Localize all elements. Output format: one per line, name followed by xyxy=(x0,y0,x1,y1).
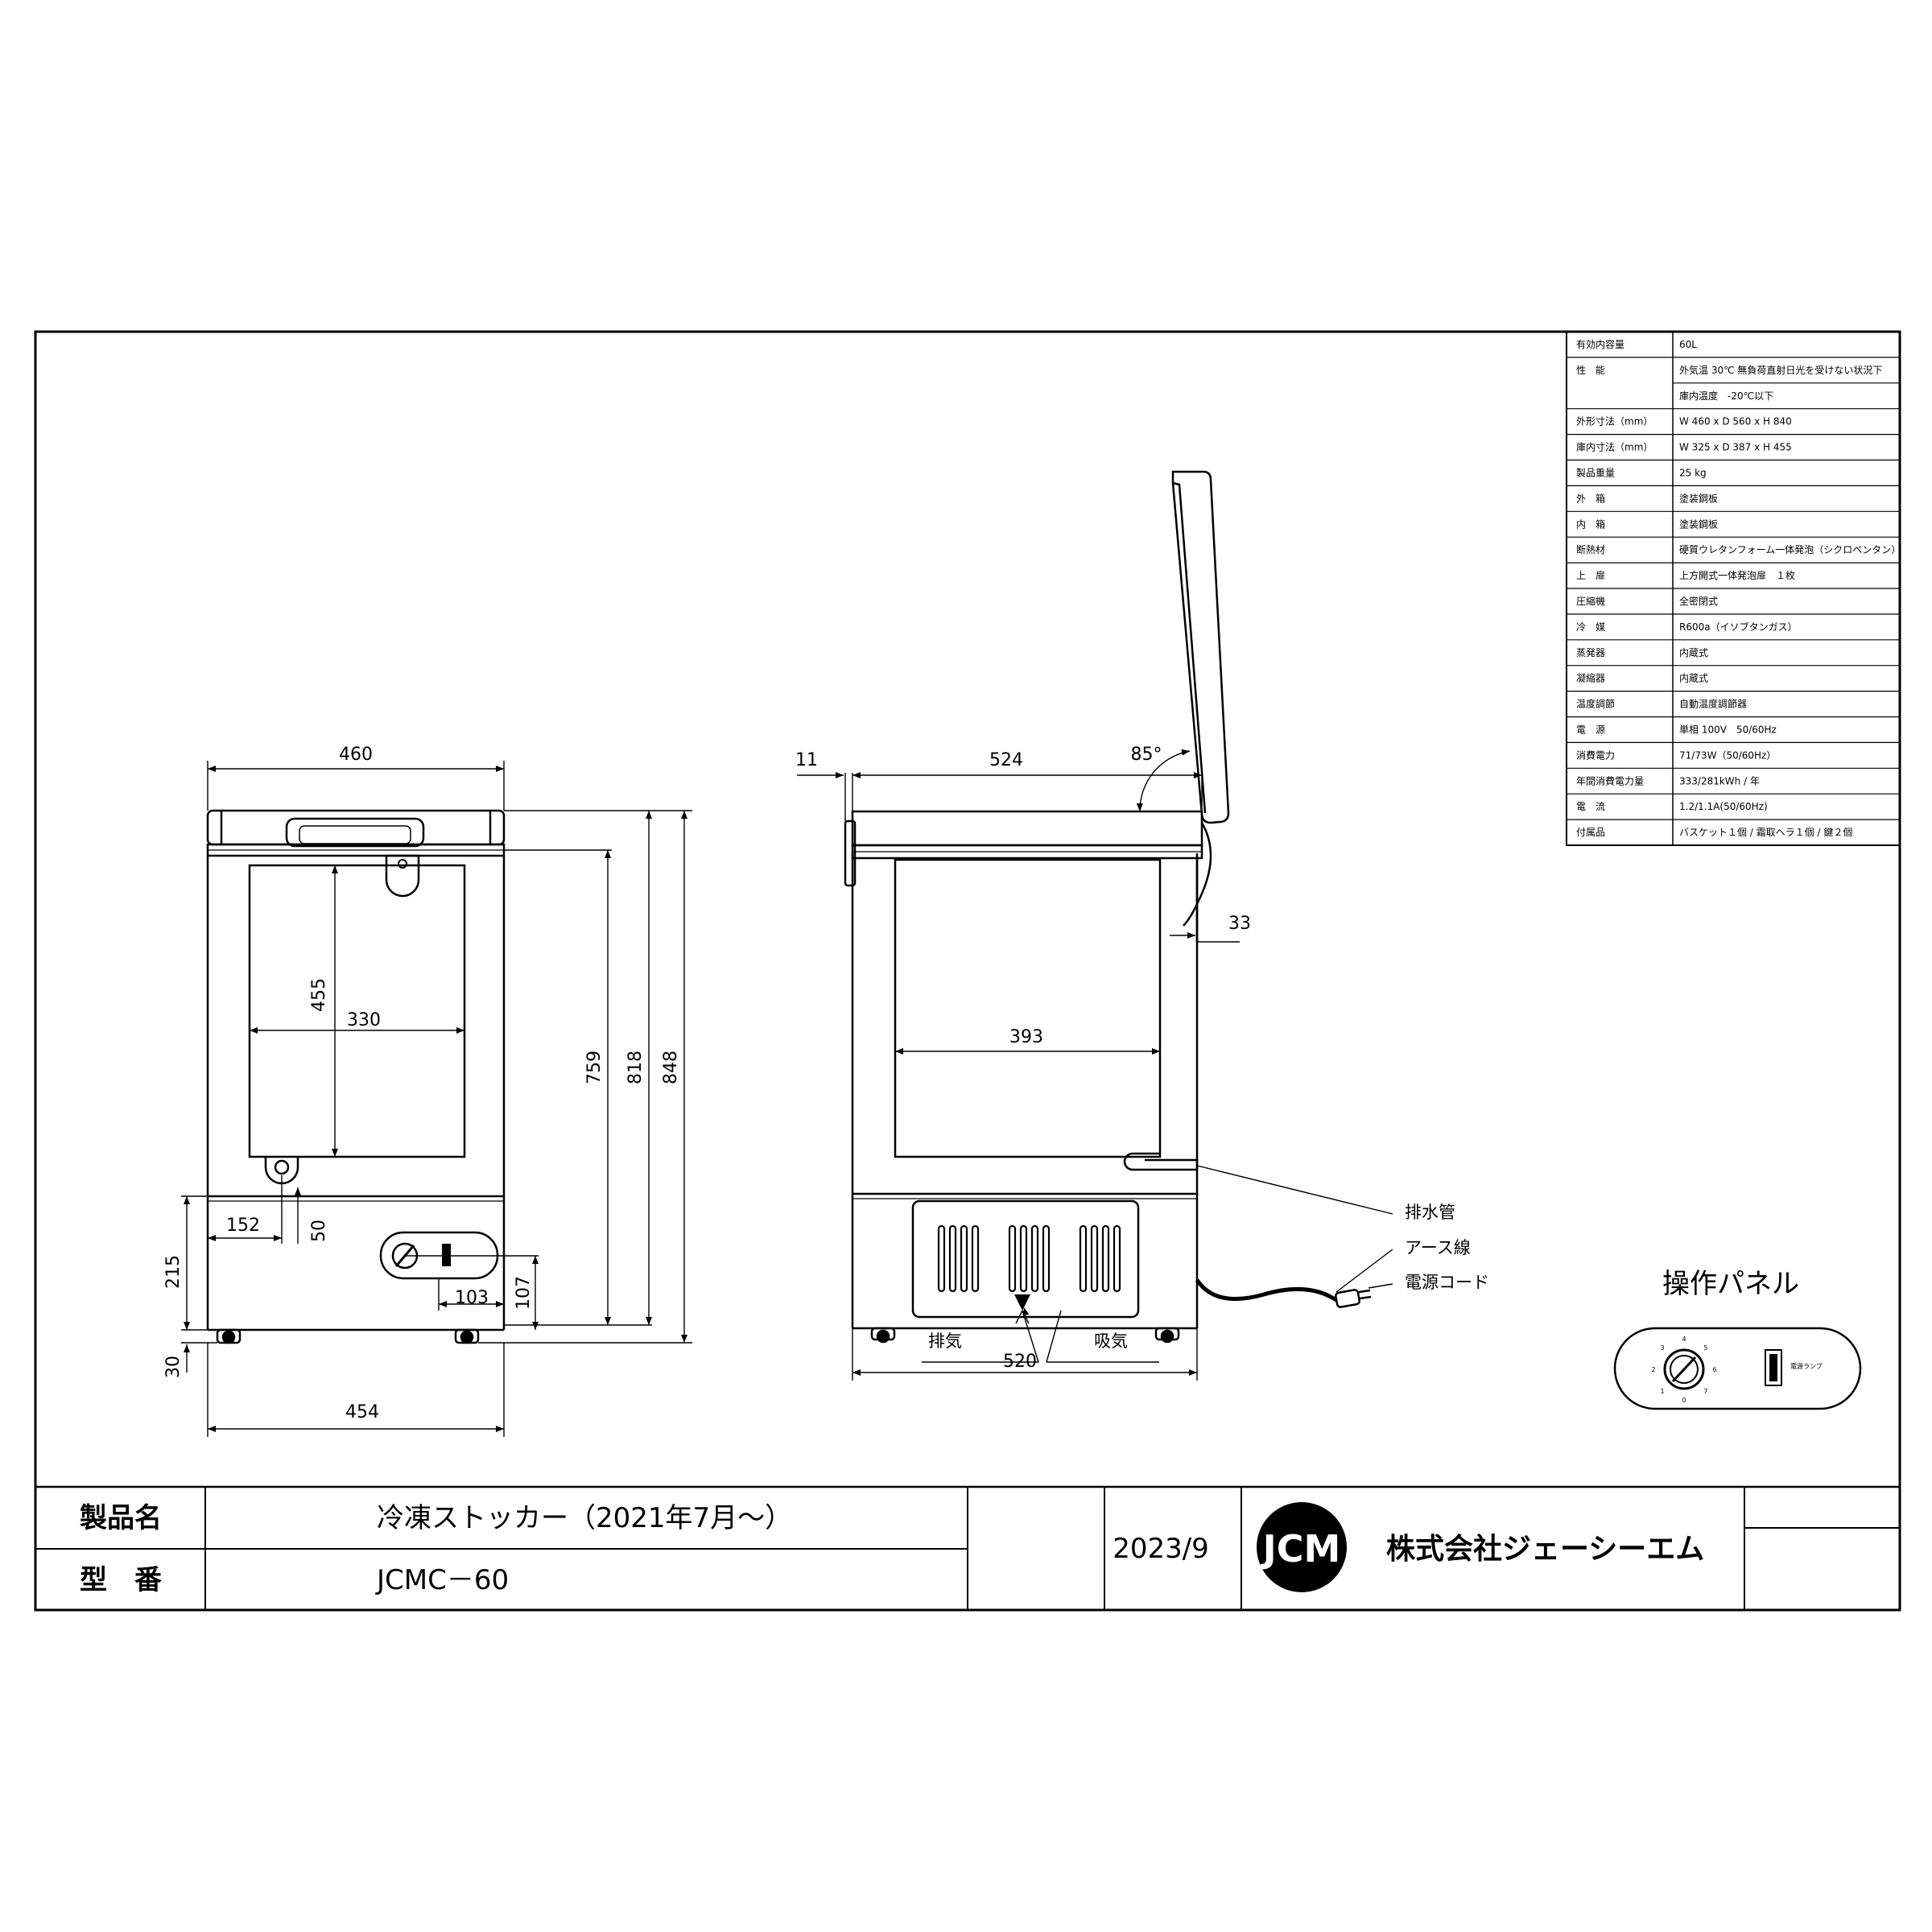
spec-label: 上 扉 xyxy=(1576,570,1605,581)
spec-value: 25 kg xyxy=(1679,468,1707,479)
dial-mark: 1 xyxy=(1661,1388,1665,1395)
jcm-logo xyxy=(1257,1502,1347,1592)
spec-label: 庫内寸法（mm） xyxy=(1576,442,1653,453)
dim-524: 524 xyxy=(989,750,1023,770)
side-dimension-labels: 11 524 85° 33 393 520 排気 吸気 排水管 アース線 電源コ… xyxy=(795,745,1489,1372)
spec-label: 有効内容量 xyxy=(1576,338,1624,350)
dim-107: 107 xyxy=(514,1276,534,1310)
spec-label: 温度調節 xyxy=(1576,698,1615,710)
spec-label: 圧縮機 xyxy=(1576,595,1605,607)
dial-mark: 6 xyxy=(1712,1366,1716,1373)
dim-width-top: 460 xyxy=(339,745,373,765)
spec-value: 内蔵式 xyxy=(1679,673,1708,684)
dim-818: 818 xyxy=(625,1051,646,1084)
spec-label: 蒸発器 xyxy=(1576,647,1605,658)
spec-label: 電 流 xyxy=(1576,801,1605,812)
dim-103: 103 xyxy=(455,1288,489,1308)
dim-848: 848 xyxy=(661,1051,681,1084)
spec-label: 凝縮器 xyxy=(1576,672,1605,684)
spec-value: 71/73W（50/60Hz） xyxy=(1679,749,1776,761)
dim-759: 759 xyxy=(584,1051,605,1084)
spec-value: R600a（イソブタンガス） xyxy=(1679,621,1798,633)
product-name-label: 製品名 xyxy=(80,1502,162,1534)
spec-label: 消費電力 xyxy=(1576,749,1615,761)
spec-value: W 325 x D 387 x H 455 xyxy=(1679,442,1792,453)
issue-date: 2023/9 xyxy=(1113,1533,1209,1565)
lock-tab xyxy=(385,854,420,898)
dim-inner-depth: 393 xyxy=(1009,1027,1043,1047)
label-earth: アース線 xyxy=(1405,1238,1471,1257)
label-drain: 排水管 xyxy=(1405,1203,1455,1222)
spec-value: 単相 100V 50/60Hz xyxy=(1679,724,1777,736)
spec-value: 内蔵式 xyxy=(1679,647,1708,658)
spec-value: 塗装鋼板 xyxy=(1679,518,1718,530)
dim-width-bottom: 454 xyxy=(345,1402,379,1422)
spec-label: 製品重量 xyxy=(1576,468,1615,479)
company-name: 株式会社ジェーシーエム xyxy=(1386,1533,1704,1566)
dim-inner-width: 330 xyxy=(347,1010,381,1030)
model-value: JCMC－60 xyxy=(375,1564,509,1596)
spec-label: 断熱材 xyxy=(1576,543,1605,555)
dim-30: 30 xyxy=(163,1356,184,1378)
dial-mark: 5 xyxy=(1703,1344,1707,1352)
dim-33: 33 xyxy=(1228,914,1251,934)
operation-panel: 操作パネル 0 1 2 3 4 5 6 7 電源ランプ xyxy=(1613,1268,1862,1410)
dim-angle: 85° xyxy=(1131,745,1162,765)
logo-text: JCM xyxy=(1261,1527,1341,1571)
label-power-cord: 電源コード xyxy=(1405,1273,1489,1292)
dial-mark: 4 xyxy=(1682,1335,1686,1343)
title-block-text: 製品名 型 番 冷凍ストッカー（2021年7月～） JCMC－60 2023/9… xyxy=(80,1502,1704,1596)
dim-215: 215 xyxy=(163,1255,184,1289)
dim-11: 11 xyxy=(795,750,818,770)
dial-mark: 0 xyxy=(1682,1397,1686,1404)
dial-mark: 2 xyxy=(1651,1366,1655,1373)
spec-label: 冷 媒 xyxy=(1576,621,1605,633)
model-label: 型 番 xyxy=(80,1564,163,1596)
spec-label: 性 能 xyxy=(1576,365,1605,376)
spec-value: 硬質ウレタンフォーム一体発泡（シクロペンタン） xyxy=(1679,543,1901,555)
spec-label: 電 源 xyxy=(1576,724,1605,736)
dial-marks: 0 1 2 3 4 5 6 7 xyxy=(1651,1335,1716,1404)
side-view xyxy=(844,470,1230,1330)
inner-cavity xyxy=(248,864,466,1158)
spec-value: W 460 x D 560 x H 840 xyxy=(1679,416,1792,427)
label-exhaust: 排気 xyxy=(928,1331,962,1351)
title-block xyxy=(35,1485,1900,1610)
spec-label: 内 箱 xyxy=(1576,518,1605,530)
lid-handle xyxy=(285,817,425,848)
panel-title: 操作パネル xyxy=(1662,1268,1799,1300)
dim-depth-bottom: 520 xyxy=(1003,1352,1037,1372)
open-lid xyxy=(1171,470,1230,824)
spec-value: 60L xyxy=(1679,339,1697,350)
power-lamp-label: 電源ランプ xyxy=(1790,1363,1823,1370)
power-cord xyxy=(1195,1278,1338,1302)
label-intake: 吸気 xyxy=(1094,1331,1128,1351)
spec-value: 庫内温度 -20℃以下 xyxy=(1679,390,1773,402)
dim-inner-height: 455 xyxy=(309,978,329,1012)
dim-152: 152 xyxy=(226,1216,260,1236)
spec-value: 1.2/1.1A(50/60Hz) xyxy=(1679,801,1768,812)
spec-value: 上方開式一体発泡扉 １枚 xyxy=(1679,569,1795,581)
dial-mark: 3 xyxy=(1661,1344,1665,1352)
spec-value: バスケット１個 / 霜取ヘラ１個 / 鍵２個 xyxy=(1679,826,1852,838)
spec-label: 外 箱 xyxy=(1576,492,1605,504)
front-view xyxy=(206,809,506,1344)
drawing-border xyxy=(34,330,1901,1612)
spec-label: 年間消費電力量 xyxy=(1576,774,1644,786)
side-inner-cavity xyxy=(894,858,1162,1158)
spec-label: 外形寸法（mm） xyxy=(1576,416,1653,427)
spec-label: 付属品 xyxy=(1576,827,1605,838)
spec-value: 全密閉式 xyxy=(1679,595,1718,607)
spec-value: 塗装鋼板 xyxy=(1679,492,1718,504)
spec-value: 自動温度調節器 xyxy=(1679,698,1747,710)
dim-50: 50 xyxy=(309,1220,329,1242)
spec-value: 333/281kWh / 年 xyxy=(1679,775,1760,786)
spec-value: 外気温 30℃ 無負荷直射日光を受けない状況下 xyxy=(1679,364,1882,376)
front-lid xyxy=(206,809,506,846)
dial-mark: 7 xyxy=(1703,1388,1707,1395)
product-name-value: 冷凍ストッカー（2021年7月～） xyxy=(377,1502,792,1534)
front-dimension-labels: 460 330 455 759 818 848 215 152 50 103 1… xyxy=(163,745,681,1422)
